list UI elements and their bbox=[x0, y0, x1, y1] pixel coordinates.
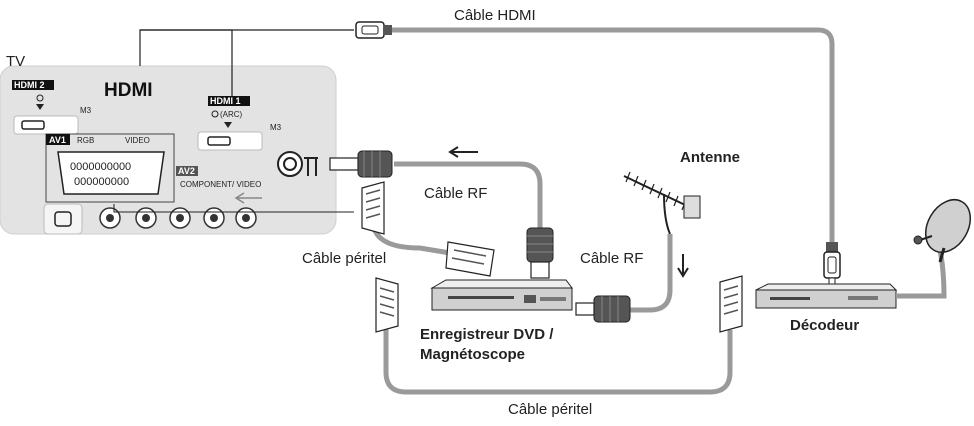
av1-frame bbox=[45, 133, 175, 203]
scart-pins-row-1: 0000000000 bbox=[70, 161, 131, 173]
cable-peritel-label-1: Câble péritel bbox=[302, 250, 386, 267]
tv-back-panel: TV HDMI 2 M3 HDMI HDMI 1 (ARC) M3 AV1 RG… bbox=[0, 53, 337, 235]
scart-pins-row-2: 000000000 bbox=[74, 176, 129, 188]
hdmi1-badge bbox=[208, 96, 250, 106]
hdmi-bracket-line bbox=[139, 29, 354, 56]
scart-pointer-line bbox=[113, 204, 354, 213]
component-video-label: COMPONENT/ VIDEO bbox=[180, 180, 261, 189]
rf-port-inner bbox=[283, 157, 297, 171]
cable-hdmi-label: Câble HDMI bbox=[454, 7, 536, 24]
antenna-label: Antenne bbox=[680, 149, 740, 166]
hdmi2-label: HDMI 2 bbox=[14, 80, 45, 90]
optical-port-frame bbox=[43, 203, 83, 235]
dish-cable bbox=[896, 249, 947, 299]
rca-jacks bbox=[99, 207, 257, 229]
cable-rf-label-1: Câble RF bbox=[424, 185, 487, 202]
scart-plug-recorder-top bbox=[445, 241, 495, 277]
arrow-down-icon bbox=[36, 104, 44, 110]
rf-plug-antenna bbox=[575, 295, 631, 323]
antenna-icon bbox=[623, 171, 701, 235]
hdmi2-badge bbox=[12, 80, 54, 90]
hdmi-logo: HDMI bbox=[104, 80, 153, 101]
arrow-left-icon-rf bbox=[448, 146, 478, 158]
optical-port-icon bbox=[54, 211, 72, 227]
recorder-label-line1: Enregistreur DVD / bbox=[420, 326, 554, 343]
rgb-label: RGB bbox=[77, 136, 94, 145]
rf-port-icon bbox=[277, 151, 303, 177]
arrow-down-icon-2 bbox=[224, 122, 232, 128]
recorder-label-line2: Magnétoscope bbox=[420, 346, 525, 363]
rf-plug-tv bbox=[329, 150, 393, 178]
input-icon-2 bbox=[211, 110, 219, 118]
tv-label: TV bbox=[6, 53, 25, 70]
hdmi1-label: HDMI 1 bbox=[210, 96, 241, 106]
av1-label: AV1 bbox=[49, 135, 66, 145]
rf-cable-1 bbox=[394, 161, 543, 232]
av1-badge bbox=[46, 134, 70, 145]
hdmi-cable bbox=[392, 27, 835, 246]
m3-label-1: M3 bbox=[80, 106, 92, 115]
dvd-recorder bbox=[430, 279, 573, 311]
hdmi-connector-decoder bbox=[823, 242, 841, 291]
arrow-left-icon bbox=[234, 192, 262, 204]
rf-plug-recorder bbox=[526, 227, 554, 279]
decoder-label: Décodeur bbox=[790, 317, 859, 334]
hdmi1-port-icon bbox=[207, 136, 231, 146]
scart-plug-recorder-bottom bbox=[375, 277, 399, 333]
cable-rf-label-2: Câble RF bbox=[580, 250, 643, 267]
hdmi-bracket-line-2 bbox=[140, 29, 233, 96]
rf-cable-antenna bbox=[630, 234, 673, 313]
decoder-box bbox=[755, 283, 898, 309]
scart-cable-1 bbox=[371, 227, 457, 257]
scart-port-icon bbox=[57, 151, 165, 195]
hdmi2-port-frame bbox=[13, 115, 79, 135]
av2-badge bbox=[176, 166, 198, 176]
hdmi-connector-top bbox=[355, 21, 392, 39]
cable-peritel-label-2: Câble péritel bbox=[508, 401, 592, 418]
satellite-dish-icon bbox=[913, 199, 972, 263]
input-icon bbox=[36, 94, 44, 102]
video-label: VIDEO bbox=[125, 136, 150, 145]
scart-plug-tv bbox=[361, 181, 385, 235]
arc-label: (ARC) bbox=[220, 110, 243, 119]
av2-label: AV2 bbox=[178, 166, 195, 176]
hdmi2-port-icon bbox=[21, 120, 45, 130]
m3-label-2: M3 bbox=[270, 123, 282, 132]
scart-cable-2 bbox=[383, 320, 733, 395]
arrow-down-icon-rf bbox=[677, 254, 689, 278]
scart-plug-decoder bbox=[719, 275, 743, 333]
antenna-symbol-icon bbox=[304, 157, 318, 176]
